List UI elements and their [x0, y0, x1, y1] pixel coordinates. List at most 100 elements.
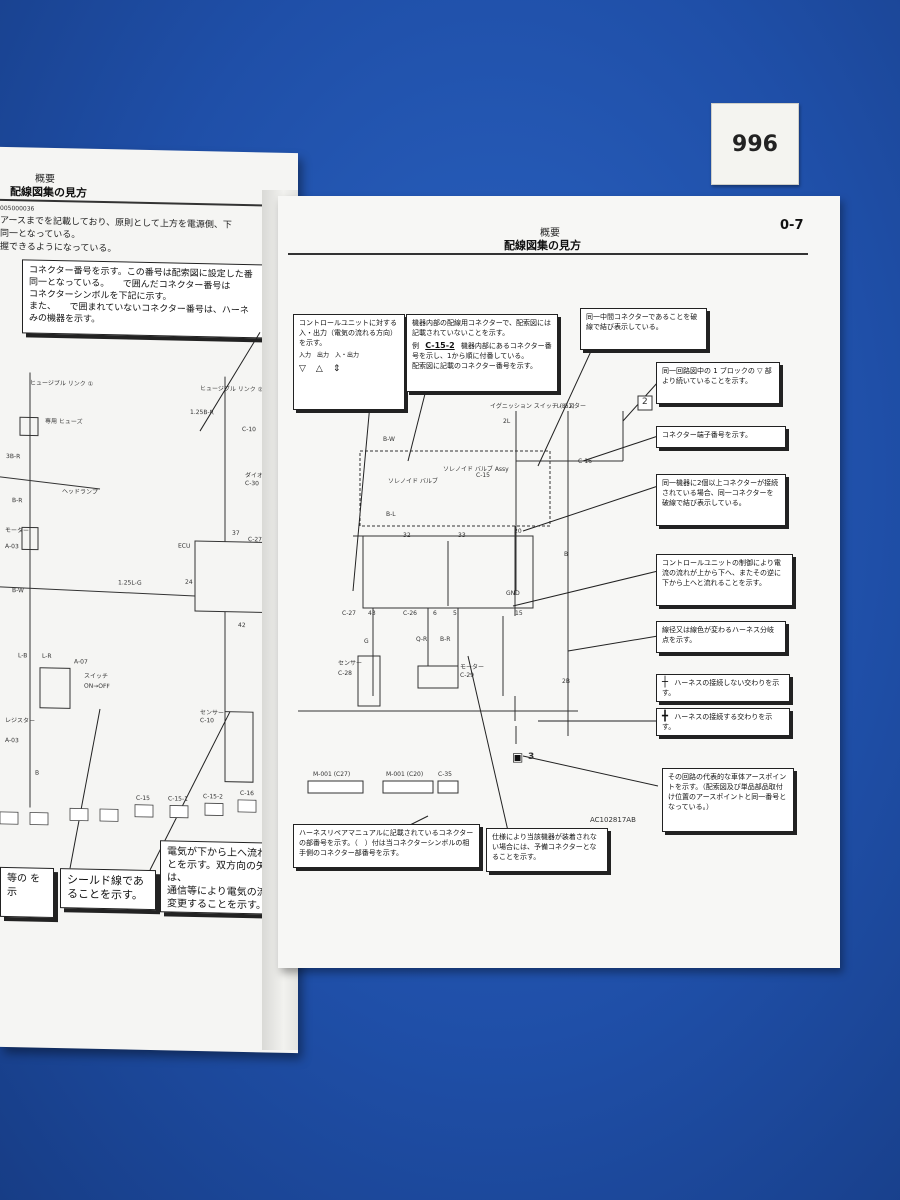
- left-label-lb: L-B: [18, 652, 28, 660]
- same-middle-callout: 同一中間コネクターであることを破線で結び表示している。: [580, 308, 707, 350]
- right-label-c27: C-27: [342, 610, 356, 617]
- left-label-wire1: 1.25B-R: [190, 408, 214, 417]
- left-label-c27: C-27: [248, 536, 262, 544]
- right-label-c35: C-35: [438, 771, 452, 778]
- left-wiring-diagram: [0, 332, 291, 871]
- right-label-c15: C-15: [476, 472, 490, 479]
- left-label-42: 42: [238, 621, 246, 630]
- connect-text: ハーネスの接続する交わりを示す。: [662, 713, 773, 731]
- example-label: 例: [412, 342, 419, 350]
- left-label-resistor: レジスター: [5, 716, 36, 725]
- right-label-m20: M-001 (C20): [386, 771, 424, 778]
- right-header-rule: [288, 253, 808, 255]
- right-label-43: 43: [368, 610, 376, 617]
- right-label-2b: 2B: [562, 678, 570, 685]
- io-input-label: 入力: [299, 352, 312, 359]
- left-label-fuse: 専用 ヒューズ: [45, 417, 83, 426]
- left-label-wire4: 1.25L-G: [118, 579, 142, 587]
- right-header-title: 配線図集の見方: [504, 239, 581, 252]
- right-label-15: 15: [515, 610, 523, 617]
- left-label-ecu: ECU: [178, 542, 191, 550]
- example-code: C-15-2: [425, 341, 455, 350]
- input-arrow-icon: ▽: [299, 364, 306, 374]
- right-label-c16: C-16: [578, 458, 592, 465]
- ground-callout: その回路の代表的な車体アースポイントを示す。（配索図及び単品部品取付け位置のアー…: [662, 768, 794, 832]
- junction-icon: ╋: [662, 711, 669, 722]
- left-label-c30: C-30: [245, 480, 259, 488]
- shield-callout: シールド線であることを示す。: [60, 868, 156, 911]
- left-label-headlamp: ヘッドランプ: [62, 488, 98, 496]
- terminal-callout: コネクター端子番号を示す。: [656, 426, 786, 448]
- left-label-switch: スイッチ: [84, 672, 109, 681]
- right-label-sensor: センサー: [338, 660, 363, 667]
- right-label-ignition: イグニッション スイッチ (IG1): [490, 403, 575, 410]
- left-label-fusible2: ヒュージブル リンク ②: [200, 385, 264, 394]
- page-number: 0-7: [780, 218, 804, 233]
- right-label-motor: モーター: [460, 664, 485, 671]
- right-label-b: B: [564, 551, 569, 558]
- right-label-solenoid: ソレノイド バルブ: [388, 478, 438, 485]
- no-connect-text: ハーネスの接続しない交わりを示す。: [662, 679, 780, 697]
- left-label-wire2: 3B-R: [6, 453, 21, 461]
- io-output-label: 出力: [317, 352, 330, 359]
- control-flow-callout: コントロールユニットの制御により電流の流れが上から下へ、またその逆に下から上へと…: [656, 554, 793, 606]
- ground-mark-3: ▣: [512, 750, 523, 764]
- right-label-3: 3: [528, 752, 535, 762]
- left-label-c15: C-15: [136, 794, 150, 803]
- left-label-sensor: センサー: [200, 709, 225, 717]
- right-label-5: 5: [453, 610, 457, 617]
- figure-code: AC102817AB: [590, 816, 636, 824]
- right-label-c28: C-28: [338, 670, 352, 677]
- left-label-c152: C-15-2: [203, 793, 223, 801]
- inventory-number: 996: [732, 131, 778, 157]
- right-label-c26: C-26: [403, 610, 417, 617]
- io-both-label: 入・出力: [335, 352, 360, 359]
- left-label-b: B: [35, 769, 40, 777]
- io-callout: コントロールユニットに対する入・出力（電気の流れる方向）を示す。 入力 出力 入…: [293, 314, 405, 410]
- left-label-c151: C-15-1: [168, 795, 188, 803]
- left-label-c10: C-10: [242, 425, 256, 434]
- right-label-gnd: GND: [506, 590, 520, 597]
- right-label-m27: M-001 (C27): [313, 771, 351, 778]
- left-label-a03b: A-03: [5, 736, 19, 745]
- left-label-lr: L-R: [42, 652, 52, 660]
- io-callout-text: コントロールユニットに対する入・出力（電気の流れる方向）を示す。: [299, 319, 397, 347]
- left-label-wire3: B-R: [12, 497, 23, 505]
- right-label-resistor: レジスター: [556, 403, 587, 410]
- right-label-bw: B-W: [383, 436, 395, 443]
- example-note: 配索図に記載のコネクター番号を示す。: [412, 362, 538, 370]
- right-label-c29: C-29: [460, 672, 474, 679]
- left-page: 概要 配線図集の見方 005000036 アースまでを記載しており、原則として上…: [0, 146, 298, 1054]
- left-label-c16: C-16: [240, 789, 254, 798]
- block-number-box: [637, 395, 653, 411]
- left-label-onoff: ON→OFF: [84, 682, 110, 691]
- inventory-tag: 996: [711, 103, 799, 185]
- right-label-6: 6: [433, 610, 437, 617]
- right-label-qr: Q-R: [416, 636, 428, 643]
- left-label-37: 37: [232, 529, 240, 537]
- spec-callout: 仕様により当該機器が装着されない場合には、予備コネクターとなることを示す。: [486, 828, 608, 872]
- example-desc: 機器内部にあるコネクター番号を示し、1から順に付番している。: [412, 342, 552, 360]
- left-label-24: 24: [185, 578, 193, 586]
- no-connect-callout: ┼ ハーネスの接続しない交わりを示す。: [656, 674, 790, 702]
- left-label-bw: B-W: [12, 587, 24, 595]
- left-label-a03: A-03: [5, 542, 19, 551]
- left-label-c10b: C-10: [200, 717, 214, 725]
- internal-connector-callout: 機器内部の配線用コネクターで、配索図には記載されていないことを示す。 例 C-1…: [406, 314, 558, 392]
- right-header-small: 概要: [540, 228, 560, 239]
- connect-callout: ╋ ハーネスの接続する交わりを示す。: [656, 708, 790, 736]
- right-label-33: 33: [458, 532, 466, 539]
- right-label-solenoid-assy: ソレノイド バルブ Assy: [443, 466, 509, 473]
- right-label-bl: B-L: [386, 511, 396, 518]
- multi-connector-callout: 同一機器に2個以上コネクターが接続されている場合、同一コネクターを破線で結び表示…: [656, 474, 786, 526]
- right-label-2l: 2L: [503, 418, 511, 425]
- right-page: 概要 配線図集の見方 0-7: [278, 196, 840, 968]
- branch-callout: 線径又は線色が変わるハーネス分岐点を示す。: [656, 621, 786, 653]
- right-label-2: 2: [642, 397, 648, 407]
- repair-manual-callout: ハーネスリペアマニュアルに記載されているコネクターの部番号を示す。（ ）付は当コ…: [293, 824, 480, 868]
- cross-icon: ┼: [662, 677, 669, 688]
- right-wiring-diagram: ▣: [298, 335, 659, 837]
- left-label-motor: モーター: [5, 526, 30, 535]
- partial-callout: 等の を示: [0, 866, 54, 919]
- output-arrow-icon: △: [315, 364, 323, 374]
